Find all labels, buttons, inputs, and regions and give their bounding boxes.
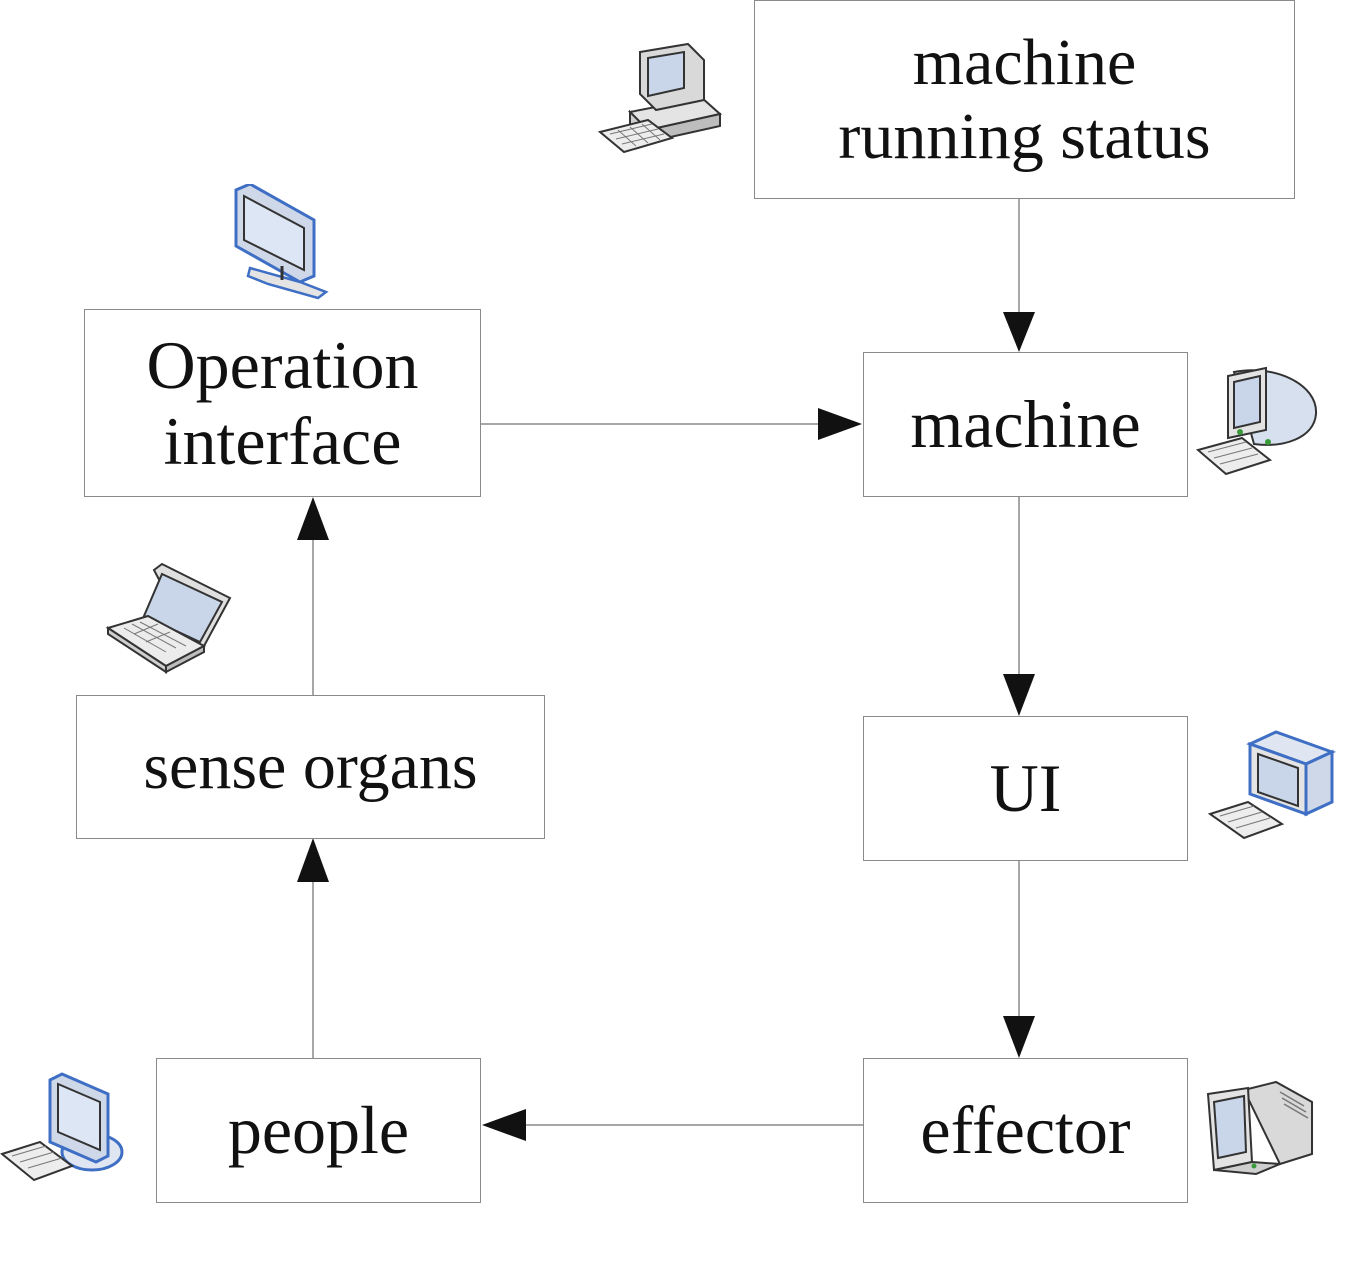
arrowhead-interface-to-machine xyxy=(818,408,862,440)
arrowhead-ui-to-effector xyxy=(1003,1016,1035,1058)
people-label: people xyxy=(227,1092,410,1169)
ui-label: UI xyxy=(989,750,1062,827)
operation-interface-label: Operation interface xyxy=(146,326,419,479)
monitor-keyboard-icon xyxy=(0,1072,124,1182)
sense-organs-box: sense organs xyxy=(76,695,545,839)
arrowhead-effector-to-people xyxy=(482,1109,526,1141)
arrowhead-people-to-sense xyxy=(297,838,329,882)
cube-monitor-keyboard-icon xyxy=(1207,730,1336,840)
sense-organs-label: sense organs xyxy=(143,730,478,804)
machine-box: machine xyxy=(863,352,1188,497)
operation-interface-box: Operation interface xyxy=(84,309,481,497)
machine-running-status-label: machine running status xyxy=(838,25,1211,173)
machine-running-status-box: machine running status xyxy=(754,0,1295,199)
crt-monitor-icon xyxy=(1206,1080,1313,1176)
arrowhead-machine-to-ui xyxy=(1003,674,1035,716)
effector-box: effector xyxy=(863,1058,1188,1203)
arrowhead-status-to-machine xyxy=(1003,312,1035,352)
laptop-icon xyxy=(105,562,232,674)
ui-box: UI xyxy=(863,716,1188,861)
desktop-tower-computer-icon xyxy=(597,42,723,154)
arrowhead-sense-to-interface xyxy=(297,497,329,540)
flat-monitor-icon xyxy=(234,184,329,300)
effector-label: effector xyxy=(920,1092,1131,1169)
people-box: people xyxy=(156,1058,481,1203)
machine-label: machine xyxy=(910,386,1141,463)
crt-monitor-keyboard-icon xyxy=(1195,366,1318,476)
